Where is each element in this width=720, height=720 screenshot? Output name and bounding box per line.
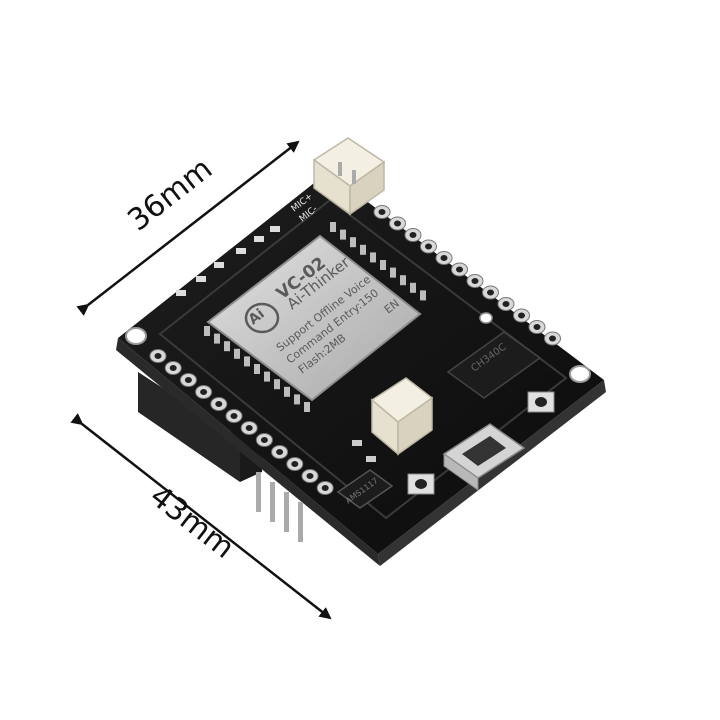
castellated-pad <box>204 326 210 336</box>
height-dimension-arrow <box>70 413 332 620</box>
header-row-right <box>373 205 561 346</box>
castellated-pad <box>410 282 416 293</box>
castellated-pad <box>274 379 280 390</box>
width-dimension-label: 36mm <box>121 151 219 238</box>
height-dimension-label: 43mm <box>143 479 241 566</box>
pcb-edge <box>116 338 380 566</box>
header-pin-hole <box>425 243 432 250</box>
header-pin-hole <box>154 353 162 359</box>
castellated-pad <box>370 252 376 263</box>
header-pin-hole <box>378 209 386 215</box>
header-pin-hole <box>533 324 541 330</box>
header-pin-hole <box>184 377 192 383</box>
castellated-pad <box>340 229 346 240</box>
castellated-pad <box>214 333 220 344</box>
svg-text:Ai: Ai <box>246 306 268 328</box>
header-pin-hole <box>260 437 268 443</box>
header-pin-hole <box>291 461 299 467</box>
castellated-pad <box>330 222 336 232</box>
castellated-pad <box>304 402 310 412</box>
module-pads <box>330 222 426 301</box>
header-pin-hole <box>518 312 525 319</box>
mounting-hole <box>479 312 493 324</box>
header-pin-hole <box>471 278 479 284</box>
castellated-pad <box>264 371 270 382</box>
vc02-module-shield <box>206 234 422 402</box>
reset-button <box>527 391 555 413</box>
castellated-pad <box>244 356 250 367</box>
header-pin-hole <box>440 255 448 261</box>
header-pin-hole <box>502 301 510 307</box>
castellated-pad <box>380 260 386 270</box>
width-dimension-arrow <box>76 140 300 316</box>
castellated-pad <box>284 386 290 397</box>
header-row-left <box>149 349 334 495</box>
castellated-pad <box>254 364 260 374</box>
header-pin-hole <box>306 473 314 479</box>
module-pads <box>204 326 310 412</box>
ch340c-chip: CH340C <box>446 331 542 399</box>
header-pin-hole <box>321 485 329 491</box>
speaker-connector <box>370 377 434 456</box>
header-pin-hole <box>456 266 463 273</box>
castellated-pad <box>360 244 366 255</box>
castellated-pad <box>294 394 300 405</box>
header-pin-hole <box>230 413 238 419</box>
header-pin-hole <box>409 232 417 238</box>
header-pin-hole <box>549 335 556 342</box>
header-pin-hole <box>215 401 223 407</box>
male-header-pins <box>256 472 303 542</box>
female-header-block <box>138 372 240 482</box>
header-pin-hole <box>169 365 177 371</box>
mounting-hole <box>125 327 147 345</box>
header-pin-hole <box>276 449 284 455</box>
header-pin-hole <box>394 220 401 227</box>
mounting-hole <box>569 365 591 383</box>
header-pin-hole <box>200 389 208 395</box>
castellated-pad <box>390 267 396 278</box>
ai-thinker-logo-icon <box>244 302 280 334</box>
castellated-pad <box>350 237 356 248</box>
smd-components <box>176 226 376 462</box>
micro-usb-port <box>442 423 526 491</box>
castellated-pad <box>224 341 230 352</box>
mic-connector <box>312 137 386 216</box>
castellated-pad <box>420 290 426 301</box>
castellated-pad <box>234 348 240 359</box>
header-pin-hole <box>487 289 494 296</box>
boot-button <box>407 473 435 495</box>
castellated-pad <box>400 275 406 286</box>
header-pin-hole <box>245 425 253 431</box>
